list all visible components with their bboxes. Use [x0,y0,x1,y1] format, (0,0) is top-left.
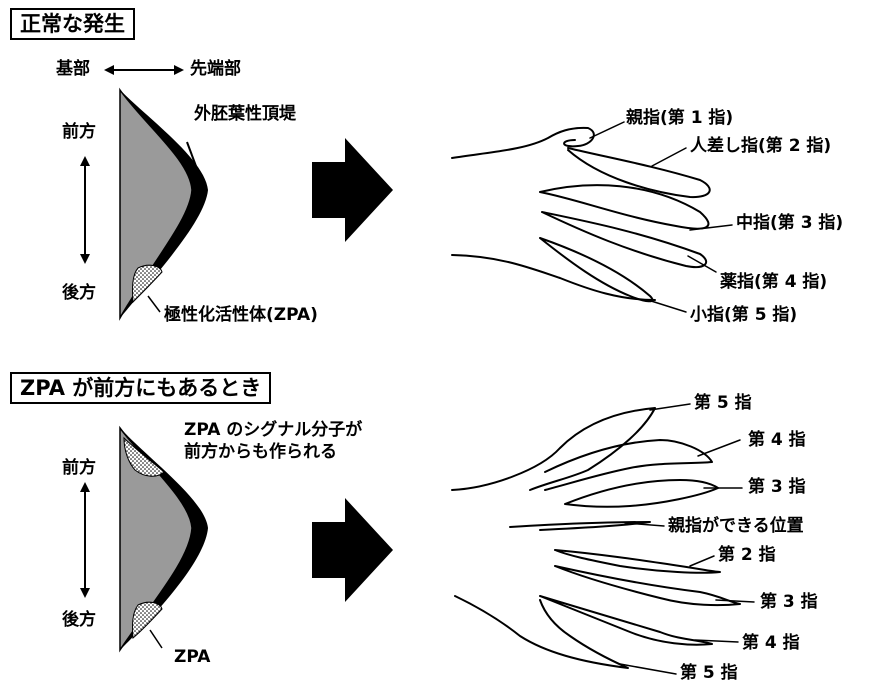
digit-label-upper-5: 第 5 指 [694,393,752,413]
digit-label-upper-4: 第 4 指 [748,430,806,450]
digit-label-thumb: 親指(第 1 指) [626,108,734,128]
digit-label-thumb-position: 親指ができる位置 [668,516,804,536]
zpa-region-top [132,264,163,304]
section-title-anterior-zpa: ZPA が前方にもあるとき [10,372,272,405]
anterior-zpa-label-line2: 前方からも作られる [184,442,337,462]
limb-bud-top [119,87,208,321]
middle-finger [539,184,710,230]
digit-label-middle: 中指(第 3 指) [736,213,844,233]
limb-bud-bottom [119,425,208,653]
proximal-distal-arrow [104,65,184,75]
central-digit [509,521,651,531]
transition-arrow-top [312,138,393,242]
palm-lower [451,254,656,301]
digit-label-lower-4: 第 4 指 [742,633,800,653]
digit-label-lower-2: 第 2 指 [718,545,776,565]
upper-digit-3 [564,479,719,508]
zpa-label-top: 極性化活性体(ZPA) [164,305,318,325]
digit-label-lower-3: 第 3 指 [760,592,818,612]
axis-label-posterior-top: 後方 [62,283,96,303]
digit-label-index: 人差し指(第 2 指) [690,136,832,156]
axis-label-anterior-bottom: 前方 [62,458,96,478]
digit-label-ring: 薬指(第 4 指) [720,272,828,292]
index-finger [567,147,711,199]
axis-label-anterior-top: 前方 [62,122,96,142]
lower-digit-2 [554,549,721,574]
digit-label-lower-5: 第 5 指 [680,663,738,683]
upper-digit-4 [544,439,713,491]
normal-hand [451,121,733,313]
anterior-posterior-arrow-bottom [80,482,90,598]
ring-finger [541,211,708,268]
lower-digit-4 [539,595,713,646]
lower-digit-5 [454,595,629,669]
zpa-region-posterior [132,601,163,640]
upper-digit-5 [451,407,656,491]
duplicated-hand [451,403,755,675]
lower-digit-3 [554,565,741,607]
thumb [451,126,595,159]
axis-label-proximal: 基部 [56,59,90,79]
section-title-normal: 正常な発生 [10,8,135,41]
digit-label-little: 小指(第 5 指) [690,305,798,325]
anterior-posterior-arrow-top [80,156,90,264]
axis-label-posterior-bottom: 後方 [62,610,96,630]
transition-arrow-bottom [312,498,393,602]
anterior-zpa-label-line1: ZPA のシグナル分子が [184,420,363,440]
digit-label-upper-3: 第 3 指 [748,477,806,497]
aer-label: 外胚葉性頂堤 [194,104,296,124]
axis-label-distal: 先端部 [190,59,241,79]
zpa-label-bottom: ZPA [174,647,211,667]
zpa-region-anterior [123,436,165,477]
